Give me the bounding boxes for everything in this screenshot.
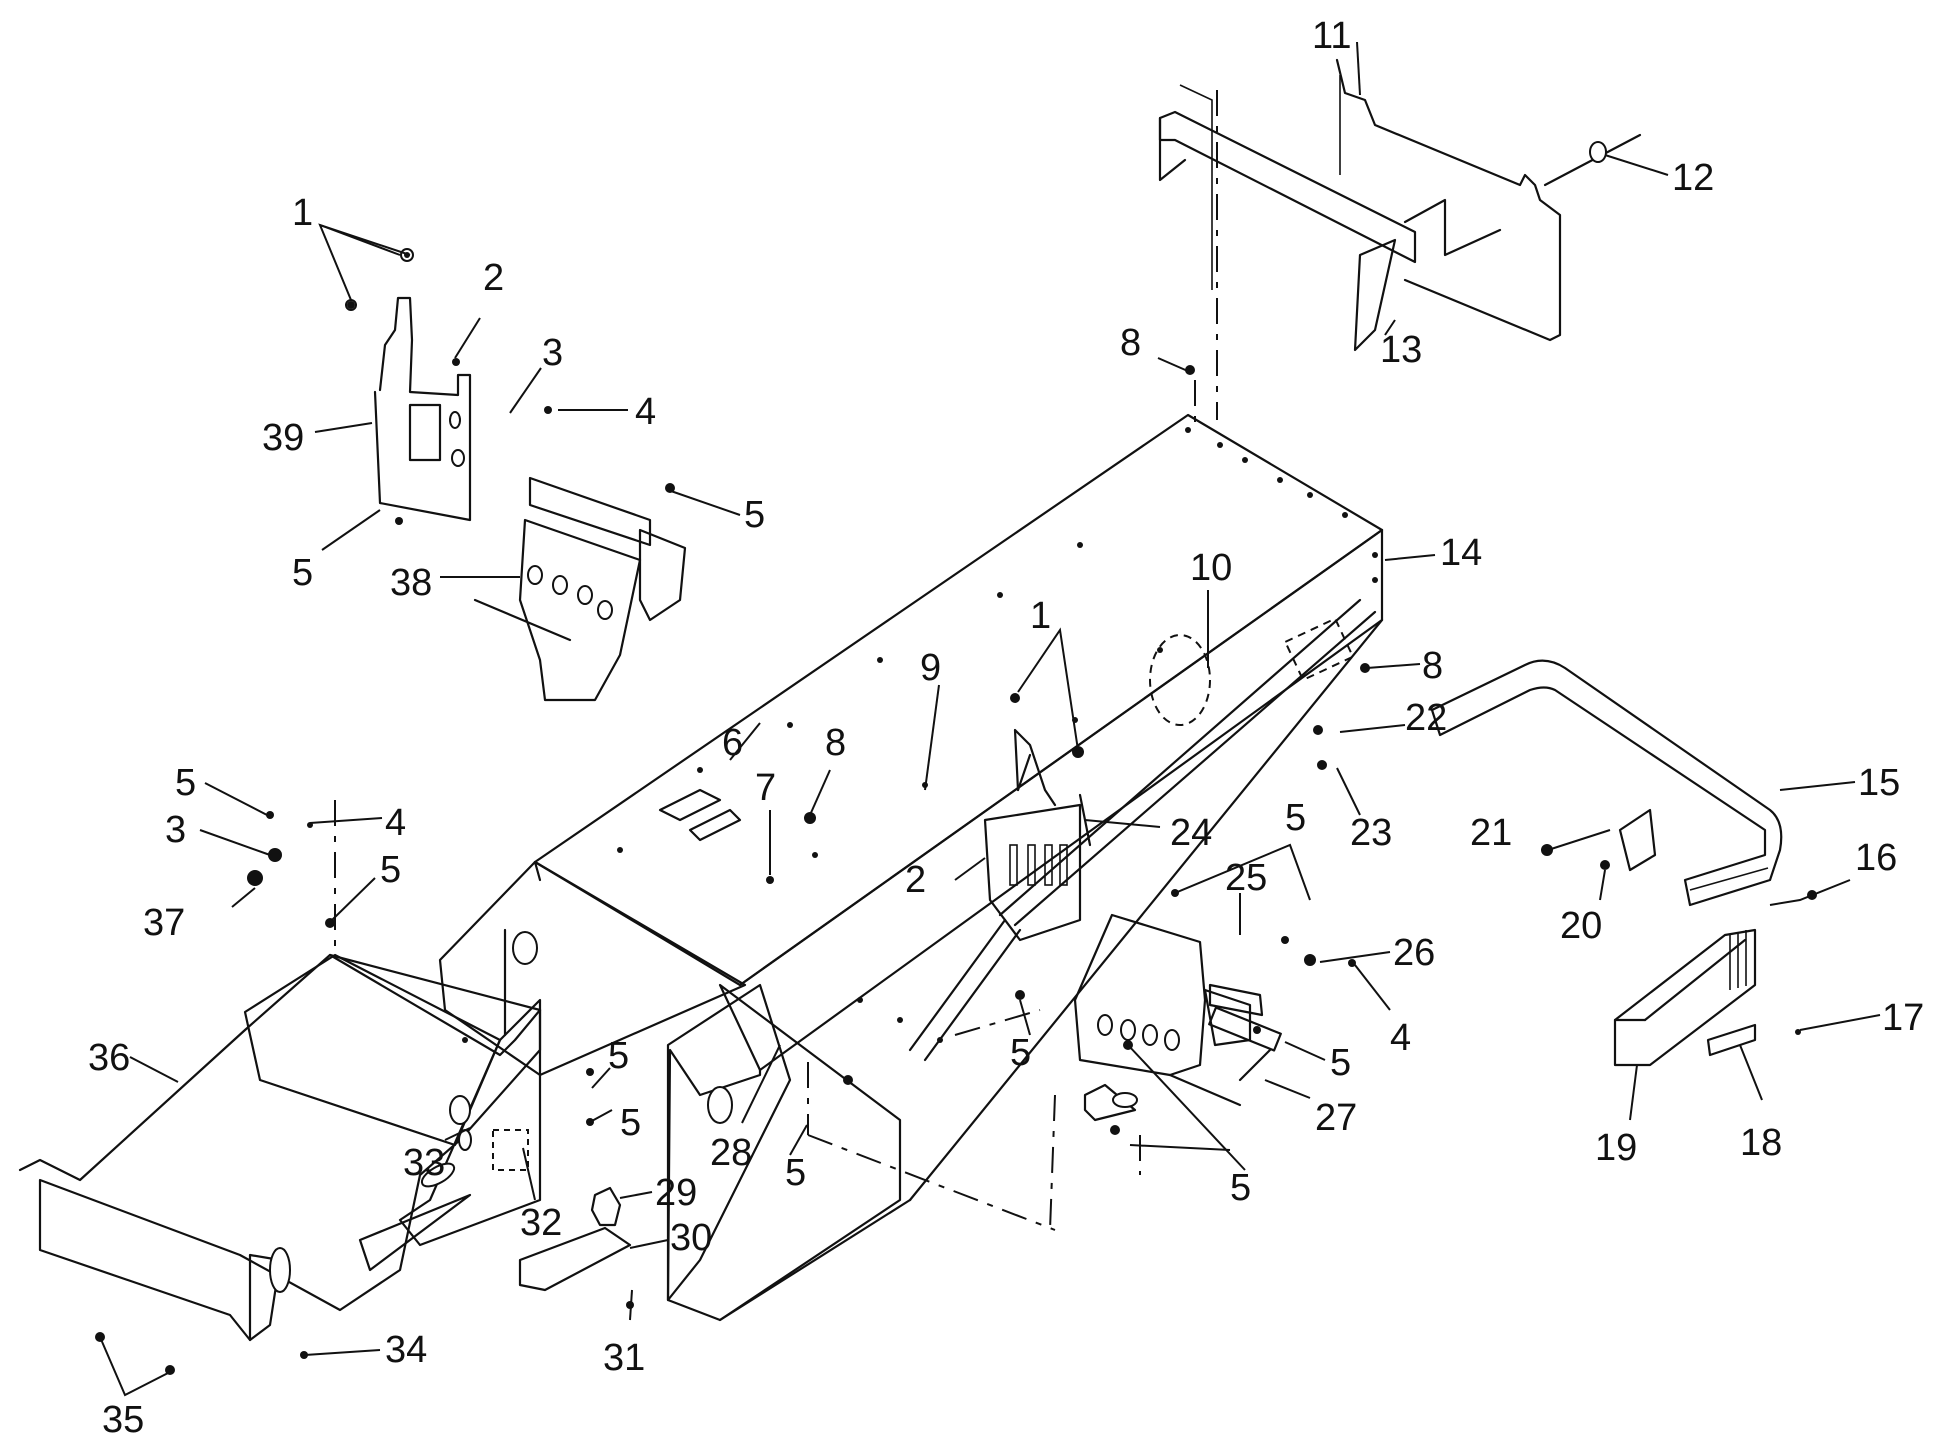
callout-22: 22: [1405, 697, 1447, 739]
callout-30: 30: [670, 1217, 712, 1259]
callout-29: 29: [655, 1172, 697, 1214]
callout-38: 38: [390, 562, 432, 604]
callout-10: 10: [1190, 547, 1232, 589]
callout-25: 25: [1225, 857, 1267, 899]
arm-part-19: [1613, 928, 1757, 1067]
callout-23: 23: [1350, 812, 1392, 854]
main-frame-part-14: [438, 413, 1384, 1322]
callout-5: 5: [1230, 1167, 1251, 1209]
callout-9: 9: [920, 647, 941, 689]
callout-16: 16: [1855, 837, 1897, 879]
callout-5: 5: [620, 1102, 641, 1144]
callout-8: 8: [1120, 322, 1141, 364]
callout-13: 13: [1380, 329, 1422, 371]
plate-part-32: [492, 1129, 529, 1171]
callout-labels: 1 2 3 4 39 5 5 38 11 12 13 8 14 10 8 22 …: [88, 15, 1924, 1439]
decal-part-18: [1706, 1023, 1757, 1057]
callout-8: 8: [1422, 645, 1443, 687]
callout-3: 3: [542, 332, 563, 374]
rear-panel-parts-11-13: [1158, 58, 1562, 430]
callout-39: 39: [262, 417, 304, 459]
leader-lines: [99, 41, 1881, 1397]
callout-5: 5: [785, 1152, 806, 1194]
callout-11: 11: [1312, 15, 1351, 57]
callout-7: 7: [755, 767, 776, 809]
assembly-lines: [334, 800, 1141, 1231]
callout-21: 21: [1470, 812, 1512, 854]
callout-14: 14: [1440, 532, 1482, 574]
callout-4: 4: [1390, 1017, 1411, 1059]
callout-20: 20: [1560, 905, 1602, 947]
plate-part-29: [590, 1186, 622, 1227]
callout-32: 32: [520, 1202, 562, 1244]
callout-3: 3: [165, 809, 186, 851]
lower-frame-part-36: [18, 953, 542, 1342]
u-bar-part-15: [1430, 659, 1783, 907]
bracket-part-27: [1073, 913, 1282, 1122]
plate-part-20: [1618, 808, 1657, 872]
callout-35: 35: [102, 1399, 144, 1439]
callout-28: 28: [710, 1132, 752, 1174]
callout-17: 17: [1882, 997, 1924, 1039]
callout-19: 19: [1595, 1127, 1637, 1169]
callout-4: 4: [635, 391, 656, 433]
callout-18: 18: [1740, 1122, 1782, 1164]
callout-37: 37: [143, 902, 185, 944]
fitting-part-12: [1543, 133, 1642, 187]
callout-4: 4: [385, 802, 406, 844]
callout-31: 31: [603, 1337, 645, 1379]
fasteners: [95, 252, 1817, 1375]
callout-15: 15: [1858, 762, 1900, 804]
callout-5: 5: [292, 552, 313, 594]
callout-8: 8: [825, 722, 846, 764]
callout-33: 33: [403, 1142, 445, 1184]
callout-34: 34: [385, 1329, 427, 1371]
bracket-part-39: [345, 248, 472, 522]
plate-part-25: [1208, 983, 1264, 1017]
callout-5: 5: [175, 762, 196, 804]
callout-5: 5: [1010, 1032, 1031, 1074]
callout-2: 2: [483, 257, 504, 299]
callout-5: 5: [1285, 797, 1306, 839]
bracket-part-30: [518, 1226, 632, 1292]
callout-24: 24: [1170, 812, 1212, 854]
callout-5: 5: [380, 849, 401, 891]
control-bracket-part-24: [983, 728, 1092, 942]
callout-26: 26: [1393, 932, 1435, 974]
callout-6: 6: [722, 722, 743, 764]
callout-1: 1: [292, 192, 313, 234]
callout-12: 12: [1672, 157, 1714, 199]
callout-2: 2: [905, 859, 926, 901]
callout-1: 1: [1030, 595, 1051, 637]
callout-5: 5: [608, 1035, 629, 1077]
callout-27: 27: [1315, 1097, 1357, 1139]
bracket-part-38: [473, 476, 687, 702]
callout-5: 5: [744, 494, 765, 536]
callout-5: 5: [1330, 1042, 1351, 1084]
callout-36: 36: [88, 1037, 130, 1079]
